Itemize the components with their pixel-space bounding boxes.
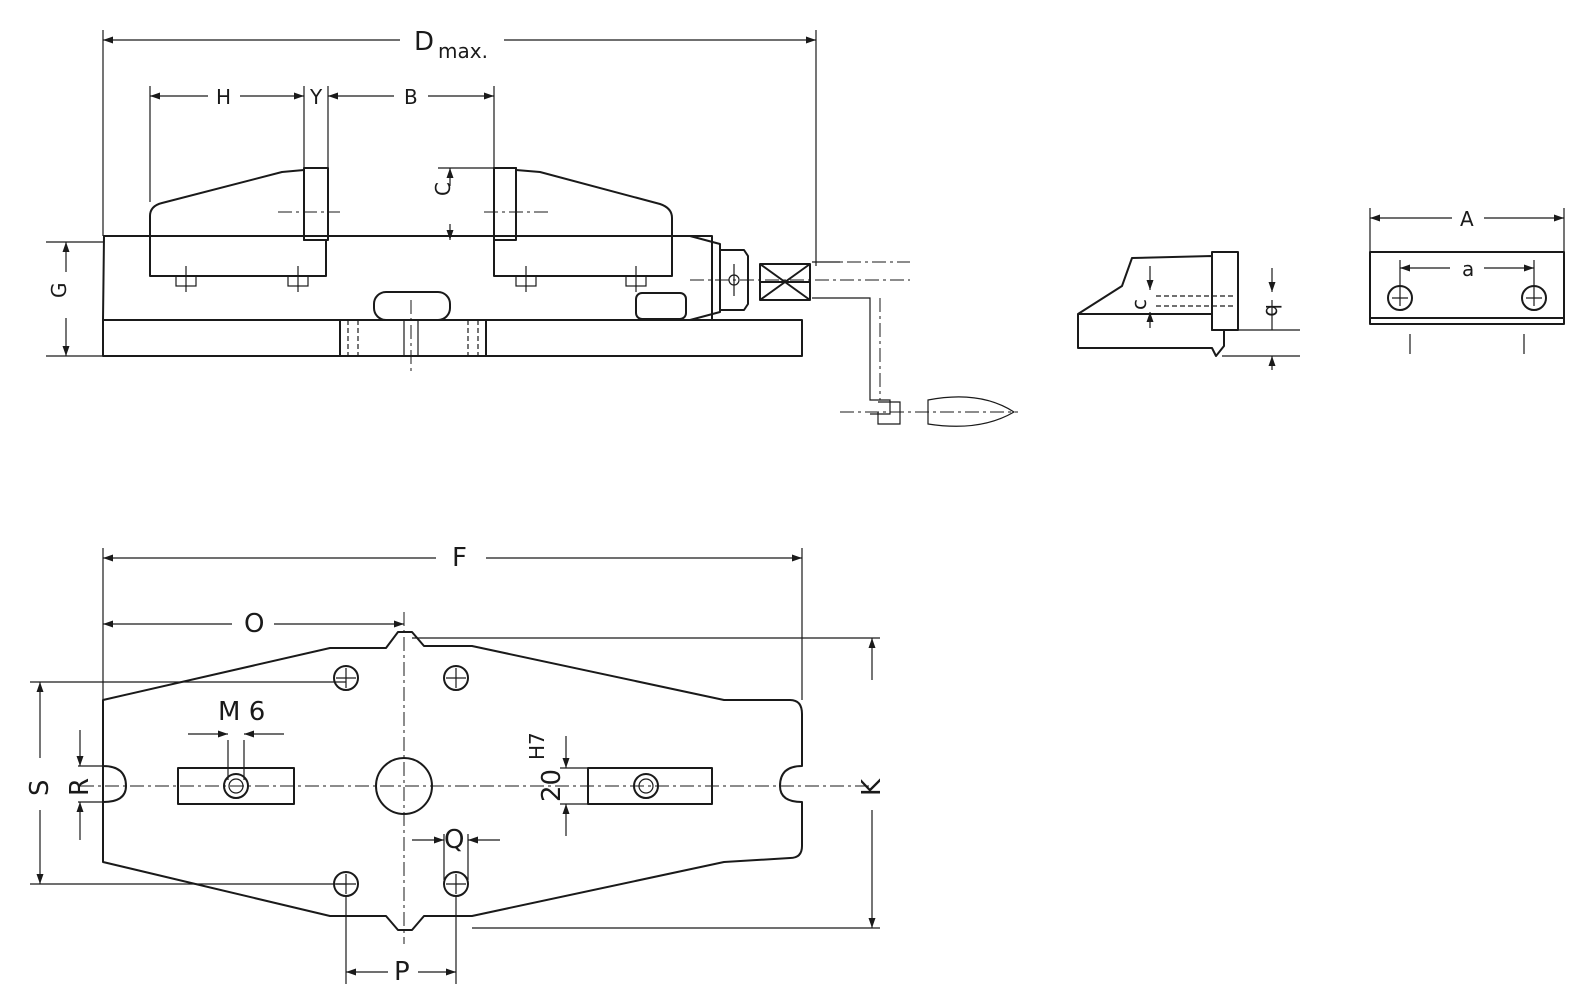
front-dimensions [46,30,817,357]
label-p: P [394,957,410,987]
label-m6: M 6 [218,697,265,727]
label-c-upper: C [431,182,455,196]
label-k: K [857,778,887,796]
label-d: D [414,27,434,57]
label-g: G [47,283,71,299]
label-q: Q [444,825,464,855]
label-c-lower: c [1127,299,1151,310]
jaw-front-view [1369,208,1565,354]
label-f: F [452,543,467,573]
jaw-detail-view [1077,251,1300,370]
label-bore: 20 [537,769,567,802]
front-view [102,167,1018,427]
label-d-sub: max. [438,39,488,63]
label-bore-tol: H7 [525,732,549,760]
label-r: R [65,778,95,796]
dimension-labels: D max. H Y B C G A a c b F O M 6 S R K Q… [25,27,1474,987]
label-a-lower: a [1462,257,1474,281]
label-o: O [244,609,264,639]
label-y: Y [309,85,323,109]
label-a-upper: A [1460,207,1474,231]
label-h: H [216,85,231,109]
label-b: B [404,85,418,109]
plan-dimensions [30,548,880,984]
label-s: S [25,779,55,796]
plan-view [80,612,870,944]
label-b-lower: b [1261,304,1285,317]
